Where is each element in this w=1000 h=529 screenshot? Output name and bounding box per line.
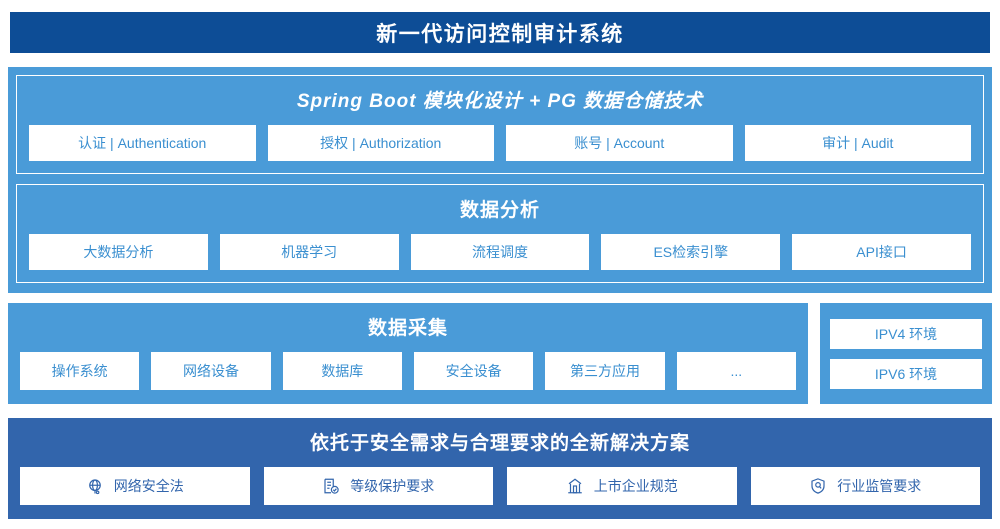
environment-chip-ipv6[interactable]: IPV6 环境 bbox=[830, 358, 982, 389]
compliance-panel: 依托于安全需求与合理要求的全新解决方案 网络安全法 bbox=[8, 418, 992, 519]
platform-analysis-panel: Spring Boot 模块化设计 + PG 数据仓储技术 认证 | Authe… bbox=[8, 67, 992, 293]
collection-chip[interactable]: 数据库 bbox=[282, 352, 402, 390]
analysis-chip[interactable]: 流程调度 bbox=[410, 234, 590, 270]
platform-chip[interactable]: 授权 | Authorization bbox=[267, 125, 494, 161]
analysis-frame: 数据分析 大数据分析 机器学习 流程调度 ES检索引擎 API接口 bbox=[16, 184, 984, 283]
compliance-chip-cybersecurity-law[interactable]: 网络安全法 bbox=[20, 467, 250, 505]
analysis-chip-row: 大数据分析 机器学习 流程调度 ES检索引擎 API接口 bbox=[29, 234, 971, 270]
analysis-chip[interactable]: 机器学习 bbox=[219, 234, 399, 270]
collection-chip-more[interactable]: ... bbox=[676, 352, 796, 390]
compliance-chip-label: 行业监管要求 bbox=[837, 478, 922, 494]
platform-chip[interactable]: 账号 | Account bbox=[506, 125, 733, 161]
compliance-chip-classified-protection[interactable]: 等级保护要求 bbox=[263, 467, 493, 505]
analysis-title: 数据分析 bbox=[459, 200, 540, 221]
analysis-chip[interactable]: API接口 bbox=[792, 234, 971, 270]
environment-panel: IPV4 环境 IPV6 环境 bbox=[820, 303, 992, 404]
collection-chip[interactable]: 安全设备 bbox=[413, 352, 534, 390]
collection-chip-row: 操作系统 网络设备 数据库 安全设备 第三方应用 ... bbox=[20, 352, 796, 390]
platform-chip-row: 认证 | Authentication 授权 | Authorization 账… bbox=[29, 125, 971, 161]
compliance-chip-label: 等级保护要求 bbox=[350, 478, 435, 494]
compliance-chip-industry-regulation[interactable]: 行业监管要求 bbox=[750, 467, 980, 505]
collection-chip[interactable]: 操作系统 bbox=[20, 352, 140, 390]
analysis-chip[interactable]: ES检索引擎 bbox=[601, 234, 781, 270]
page-title: 新一代访问控制审计系统 bbox=[376, 22, 624, 46]
collection-chip[interactable]: 第三方应用 bbox=[545, 352, 665, 390]
collection-panel: 数据采集 操作系统 网络设备 数据库 安全设备 第三方应用 ... bbox=[8, 303, 808, 404]
compliance-chip-row: 网络安全法 等级保护要求 bbox=[20, 467, 980, 505]
compliance-chip-label: 网络安全法 bbox=[113, 478, 184, 494]
compliance-chip-label: 上市企业规范 bbox=[593, 478, 678, 494]
document-check-icon bbox=[322, 477, 340, 495]
compliance-title: 依托于安全需求与合理要求的全新解决方案 bbox=[309, 433, 690, 454]
shield-search-icon bbox=[809, 477, 827, 495]
platform-chip[interactable]: 审计 | Audit bbox=[744, 125, 971, 161]
compliance-chip-listed-enterprise[interactable]: 上市企业规范 bbox=[507, 467, 737, 505]
collection-row: 数据采集 操作系统 网络设备 数据库 安全设备 第三方应用 ... IPV4 环… bbox=[8, 303, 992, 404]
collection-chip[interactable]: 网络设备 bbox=[151, 352, 271, 390]
platform-title: Spring Boot 模块化设计 + PG 数据仓储技术 bbox=[296, 91, 704, 112]
collection-title: 数据采集 bbox=[367, 318, 448, 339]
globe-icon bbox=[86, 477, 104, 495]
platform-frame: Spring Boot 模块化设计 + PG 数据仓储技术 认证 | Authe… bbox=[16, 75, 984, 174]
header-bar: 新一代访问控制审计系统 bbox=[10, 12, 990, 53]
environment-chip-ipv4[interactable]: IPV4 环境 bbox=[830, 318, 982, 349]
analysis-chip[interactable]: 大数据分析 bbox=[29, 234, 208, 270]
bank-building-icon bbox=[566, 477, 584, 495]
platform-chip[interactable]: 认证 | Authentication bbox=[29, 125, 256, 161]
